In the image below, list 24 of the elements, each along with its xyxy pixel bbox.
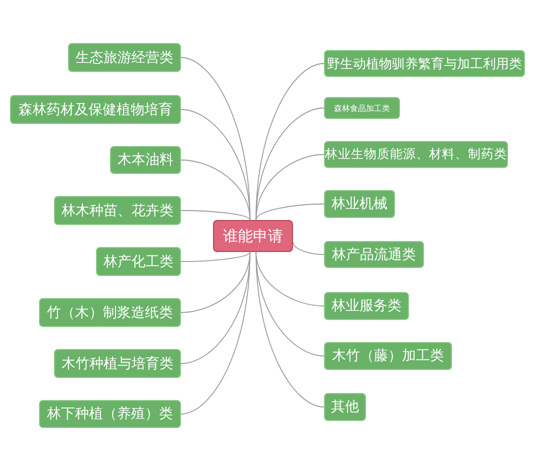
connector-line bbox=[180, 210, 250, 220]
connector-line bbox=[256, 204, 324, 220]
topic-box: 木竹（藤）加工类 bbox=[324, 342, 452, 370]
topic-box: 林业服务类 bbox=[324, 292, 409, 320]
topic-box: 林产品流通类 bbox=[324, 241, 424, 268]
connector-line bbox=[180, 160, 250, 220]
topic-box: 林木种苗、花卉类 bbox=[54, 196, 181, 225]
topic-box: 林产化工类 bbox=[96, 247, 181, 276]
topic-box: 木竹种植与培育类 bbox=[54, 349, 181, 378]
topic-box: 林下种植（养殖）类 bbox=[39, 400, 181, 428]
connector-line bbox=[292, 242, 324, 255]
topic-box: 木本油料 bbox=[110, 146, 181, 174]
central-topic-box: 谁能申请 bbox=[213, 220, 293, 252]
topic-box: 林业生物质能源、材料、制药类 bbox=[324, 141, 508, 168]
connector-line bbox=[180, 252, 250, 262]
connector-line bbox=[256, 154, 324, 220]
topic-box: 其他 bbox=[324, 393, 366, 421]
topic-box: 森林药材及保健植物培育 bbox=[10, 95, 181, 124]
topic-box: 森林食品加工类 bbox=[324, 97, 400, 119]
topic-box: 竹（木）制浆造纸类 bbox=[39, 298, 181, 327]
topic-box: 野生动植物驯养繁育与加工利用类 bbox=[324, 50, 525, 77]
connector-line bbox=[256, 252, 324, 408]
topic-box: 林业机械 bbox=[324, 190, 395, 218]
topic-box: 生态旅游经营类 bbox=[68, 43, 181, 72]
